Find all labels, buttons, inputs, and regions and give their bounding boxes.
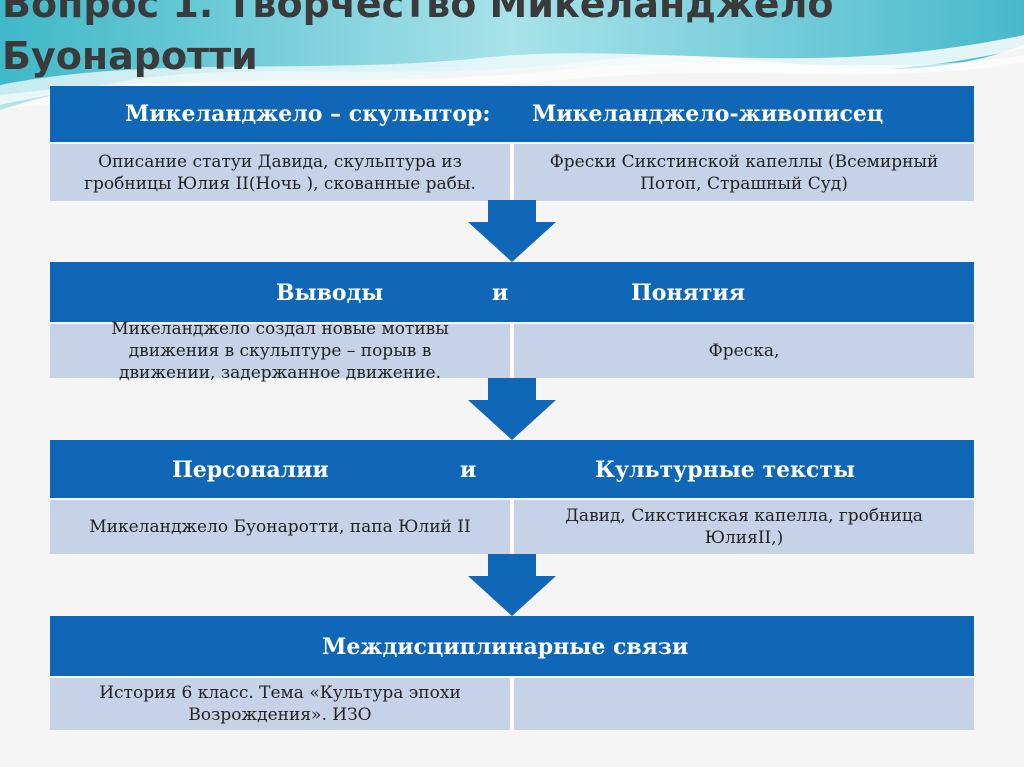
down-arrow-icon [468, 554, 556, 616]
header-left-label: Персоналии [172, 457, 329, 483]
down-arrow-icon [468, 378, 556, 440]
row-divider [510, 678, 514, 730]
row-cell-left: Микеланджело Буонаротти, папа Юлий II [89, 517, 471, 537]
header-right-label: Микеланджело-живописец [532, 101, 884, 127]
row-cell-right: Фреска, [708, 341, 780, 361]
section-block-conclusions-concepts: Выводы и Понятия Микеланджело создал нов… [50, 262, 974, 383]
header-right-label: Понятия [631, 280, 746, 306]
row-divider [510, 324, 514, 378]
section-block-sculptor-painter: Микеланджело – скульптор: Микеланджело-ж… [50, 86, 974, 201]
row-cell-right [514, 678, 974, 730]
section-row: Микеланджело создал новые мотивы движени… [50, 319, 974, 383]
section-header: Выводы и Понятия [50, 262, 974, 322]
header-conjunction-label: и [492, 280, 509, 306]
row-divider [510, 144, 514, 201]
section-row: Описание статуи Давида, скульптура из гр… [50, 144, 974, 201]
header-left-label: Микеланджело – скульптор: [125, 101, 491, 127]
header-conjunction-label: и [460, 457, 477, 483]
slide-title: Вопрос 1. Творчество Микеланджело Буонар… [2, 0, 834, 78]
header-left-label: Выводы [276, 280, 384, 306]
section-header: Микеланджело – скульптор: Микеланджело-ж… [50, 86, 974, 142]
section-block-interdisciplinary: Междисциплинарные связи История 6 класс.… [50, 616, 974, 730]
section-header: Междисциплинарные связи [50, 616, 974, 676]
header-title-label: Междисциплинарные связи [322, 634, 689, 660]
header-right-label: Культурные тексты [595, 457, 856, 483]
section-block-persons-texts: Персоналии и Культурные тексты Микеландж… [50, 440, 974, 554]
section-row: Микеланджело Буонаротти, папа Юлий II Да… [50, 500, 974, 554]
section-header: Персоналии и Культурные тексты [50, 440, 974, 498]
row-cell-left: Микеланджело создал новые мотивы движени… [111, 319, 449, 383]
row-cell-right: Давид, Сикстинская капелла, гробница Юли… [565, 506, 923, 548]
down-arrow-icon [468, 200, 556, 262]
row-cell-right: Фрески Сикстинской капеллы (Всемирный По… [549, 151, 939, 194]
row-divider [510, 500, 514, 554]
section-row: История 6 класс. Тема «Культура эпохи Во… [50, 678, 974, 730]
row-cell-left: История 6 класс. Тема «Культура эпохи Во… [99, 683, 461, 725]
row-cell-left: Описание статуи Давида, скульптура из гр… [84, 151, 476, 194]
